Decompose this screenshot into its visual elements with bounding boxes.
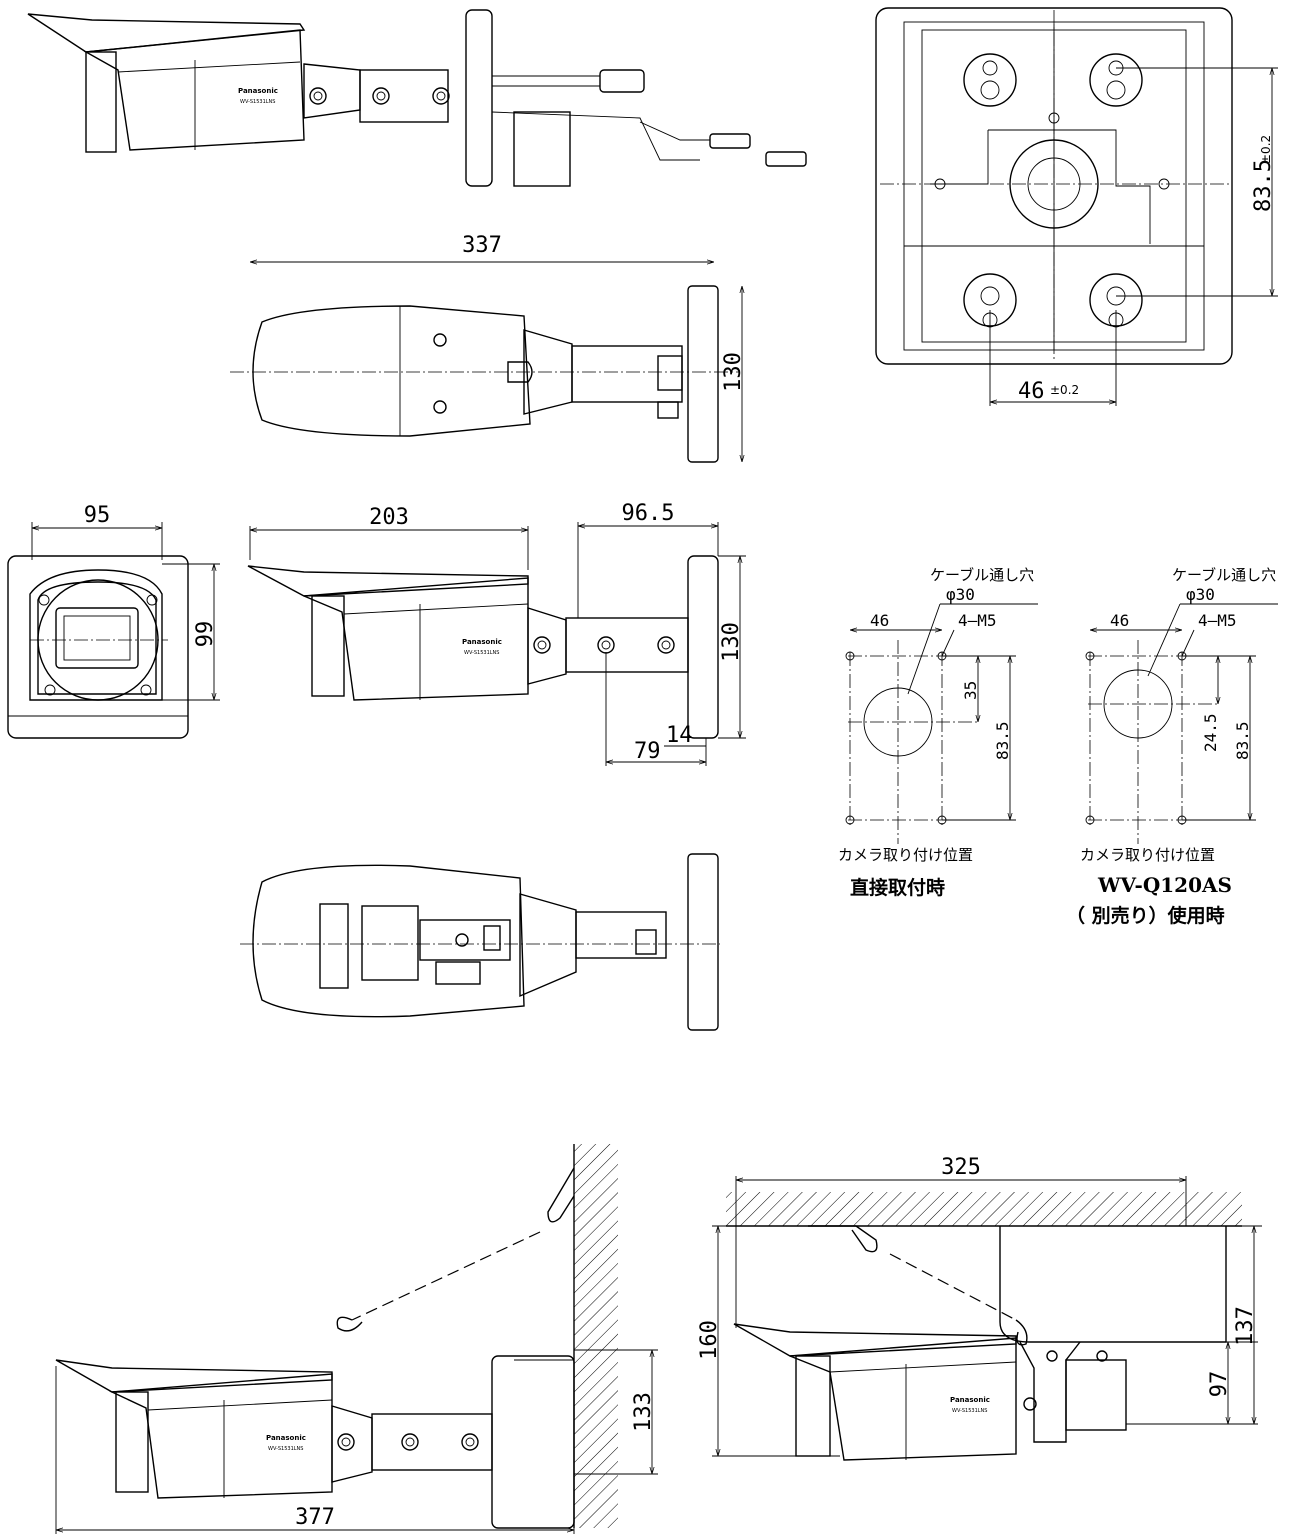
front-view: 95 99 [7, 503, 220, 739]
cable-hole-label-b: ケーブル通し穴 [1172, 566, 1276, 584]
dim-203: 203 [369, 505, 409, 530]
cable-hole-dia-a: φ30 [946, 585, 975, 604]
mount-box-view: 83.5 ±0.2 46 ±0.2 [875, 7, 1278, 406]
dim-96-5: 96.5 [622, 501, 675, 526]
dim-99: 99 [193, 621, 218, 648]
dim-325: 325 [941, 1155, 981, 1180]
offset-v-a: 35 [961, 681, 980, 700]
tol-83-5-box: ±0.2 [1259, 135, 1273, 164]
model-label-wall: WV-S1531LNS [268, 1446, 303, 1452]
brand-label-wall: Panasonic [266, 1434, 306, 1442]
screw-b: 4–M5 [1198, 611, 1237, 630]
brand-label-side: Panasonic [462, 638, 502, 646]
dim-337: 337 [462, 233, 502, 258]
position-label-b: カメラ取り付け位置 [1080, 846, 1215, 864]
dim-95: 95 [84, 503, 111, 528]
pitch-v-a: 83.5 [993, 721, 1012, 760]
cable-hole-label-a: ケーブル通し穴 [930, 566, 1034, 584]
dim-133: 133 [631, 1392, 656, 1432]
dim-total-length: 337 [250, 233, 714, 262]
bottom-view [240, 853, 720, 1031]
dim-137: 137 [1233, 1306, 1258, 1346]
pitch-h-b: 46 [1110, 611, 1129, 630]
dim-130-side: 130 [719, 622, 744, 662]
dim-79: 79 [634, 739, 661, 764]
side-view: Panasonic WV-S1531LNS 203 96.5 130 79 14 [247, 501, 746, 766]
dim-97: 97 [1207, 1371, 1232, 1398]
dim-130-top: 130 [721, 352, 746, 392]
screw-a: 4–M5 [958, 611, 997, 630]
model-label: WV-S1531LNS [240, 99, 275, 105]
dim-14: 14 [666, 723, 693, 748]
top-view: 130 [230, 285, 746, 463]
position-label-a: カメラ取り付け位置 [838, 846, 973, 864]
ceiling-mount-view: Panasonic WV-S1531LNS 325 160 97 137 [697, 1155, 1262, 1461]
brand-label: Panasonic [238, 87, 278, 95]
template-q120: ケーブル通し穴 φ30 46 4–M5 24.5 83.5 カメラ取り付け位置 … [1066, 566, 1278, 927]
pitch-h-a: 46 [870, 611, 889, 630]
brand-label-ceiling: Panasonic [950, 1396, 990, 1404]
cable-hole-dia-b: φ30 [1186, 585, 1215, 604]
side-view-with-cables: Panasonic WV-S1531LNS [27, 9, 807, 187]
dim-46-box: 46 [1018, 379, 1045, 404]
offset-v-b: 24.5 [1201, 713, 1220, 752]
caption-model: WV-Q120AS [1097, 873, 1232, 897]
pitch-v-b: 83.5 [1233, 721, 1252, 760]
dim-160: 160 [697, 1320, 722, 1360]
wall-mount-view: Panasonic WV-S1531LNS 133 377 [55, 1144, 658, 1534]
model-label-side: WV-S1531LNS [464, 650, 499, 656]
model-label-ceiling: WV-S1531LNS [952, 1408, 987, 1414]
caption-direct: 直接取付時 [850, 876, 945, 899]
dim-377: 377 [295, 1505, 335, 1530]
dim-83-5-box: 83.5 [1251, 159, 1276, 212]
tol-46-box: ±0.2 [1050, 383, 1079, 397]
caption-note: （ 別売り）使用時 [1066, 904, 1225, 927]
template-direct: ケーブル通し穴 φ30 46 4–M5 35 83.5 カメラ取り付け位置 直接… [838, 566, 1038, 899]
